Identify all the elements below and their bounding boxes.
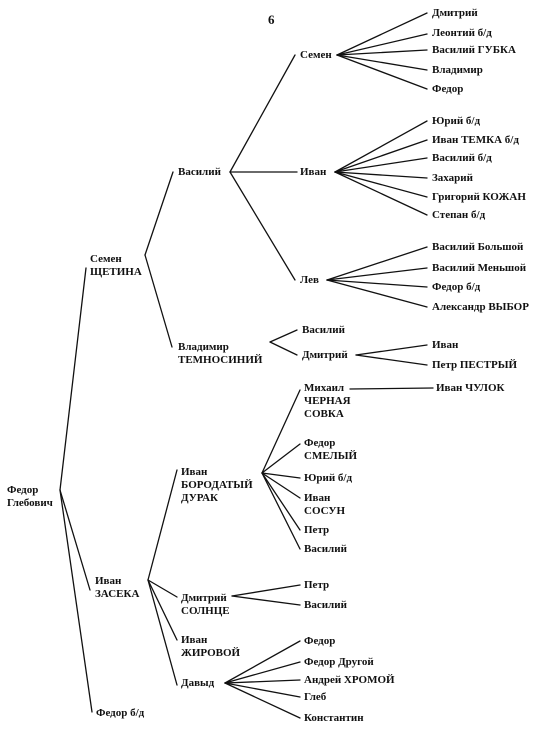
- person-name: Иван: [181, 466, 208, 478]
- person-ivan-zaseka: Иван ЗАСЕКА: [95, 575, 139, 601]
- person-fedor-drugoy: Федор Другой: [304, 656, 374, 669]
- person-vladimir-temnosiniy: Владимир ТЕМНОСИНИЙ: [178, 341, 262, 367]
- person-gen4: Иван: [432, 339, 459, 351]
- person-name: Михаил: [304, 382, 345, 394]
- person-nickname: ТЕМНОСИНИЙ: [178, 354, 263, 366]
- person-name: Андрей ХРОМОЙ: [304, 674, 395, 686]
- person-name: Лев: [300, 274, 319, 286]
- person-nickname: СМЕЛЫЙ: [304, 450, 358, 462]
- person-name: Давыд: [181, 677, 215, 689]
- person-dmitriy-solntse: Дмитрий СОЛНЦЕ: [181, 592, 230, 618]
- person-vasiliy: Василий: [178, 166, 221, 179]
- person-name: Федор Другой: [304, 656, 374, 668]
- person-gen4: Григорий КОЖАН: [432, 191, 526, 203]
- person-gen4: Иван ЧУЛОК: [436, 382, 505, 394]
- person-gen4: Юрий б/д: [432, 115, 481, 127]
- person-name: Федор: [7, 484, 39, 496]
- person-gen4: Иван ТЕМКА б/д: [432, 134, 519, 146]
- person-name: Дмитрий: [181, 592, 227, 604]
- person-gen4: Александр ВЫБОР: [432, 301, 529, 313]
- person-name: Владимир: [178, 341, 229, 353]
- person-gen4: Василий Меньшой: [432, 262, 527, 274]
- person-gen4: Федор: [432, 83, 464, 95]
- person-andrey-khromoy: Андрей ХРОМОЙ: [304, 674, 395, 687]
- person-nickname: СОЛНЦЕ: [181, 605, 230, 617]
- person-name: Петр: [304, 524, 330, 536]
- person-lev: Лев: [300, 274, 319, 287]
- person-name: Семен: [300, 49, 332, 61]
- person-ivan-borodatyy: Иван БОРОДАТЫЙ ДУРАК: [181, 466, 253, 505]
- page-number: 6: [268, 12, 275, 27]
- person-vasiliy-son-of-ivan: Василий: [304, 543, 347, 556]
- person-name: Иван: [181, 634, 208, 646]
- person-gen4: Владимир: [432, 64, 483, 76]
- root-person: Федор Глебович: [7, 484, 53, 510]
- person-name: Иван: [95, 575, 122, 587]
- person-name: Петр: [304, 579, 330, 591]
- person-yuriy-bd: Юрий б/д: [304, 472, 352, 485]
- person-name: Федор: [304, 635, 336, 647]
- person-name: Василий: [304, 599, 347, 611]
- person-nickname: СОСУН: [304, 505, 346, 517]
- person-name: Василий: [302, 324, 345, 336]
- person-ivan: Иван: [300, 166, 326, 179]
- person-gen4: Дмитрий: [432, 7, 478, 19]
- person-gen4: Степан б/д: [432, 209, 486, 221]
- person-nickname: СОВКА: [304, 408, 344, 420]
- person-nickname: ДУРАК: [181, 492, 219, 504]
- person-name: Василий: [178, 166, 221, 178]
- person-dmitriy-son-of-vladimir: Дмитрий: [302, 349, 348, 362]
- person-nickname: ЧЕРНАЯ: [304, 395, 351, 407]
- person-name: Иван: [304, 492, 331, 504]
- person-gen4: Василий б/д: [432, 152, 492, 164]
- person-name: Иван: [300, 166, 327, 178]
- person-name: Федор б/д: [96, 707, 145, 719]
- person-fedor-smelyy: Федор СМЕЛЫЙ: [304, 437, 357, 463]
- person-nickname: Глебович: [7, 497, 53, 509]
- person-name: Семен: [90, 253, 122, 265]
- person-nickname: ЩЕТИНА: [90, 266, 142, 278]
- person-petr: Петр: [304, 524, 329, 537]
- person-fedor-son-of-davyd: Федор: [304, 635, 335, 648]
- person-fedor-bd: Федор б/д: [96, 707, 144, 720]
- person-name: Василий: [304, 543, 347, 555]
- person-mihail-chernaya-sovka: Михаил ЧЕРНАЯ СОВКА: [304, 382, 351, 421]
- person-name: Дмитрий: [302, 349, 348, 361]
- person-gen4: Петр ПЕСТРЫЙ: [432, 359, 518, 371]
- person-gleb: Глеб: [304, 691, 326, 704]
- person-nickname: БОРОДАТЫЙ: [181, 479, 253, 491]
- person-ivan-zhirovoy: Иван ЖИРОВОЙ: [181, 634, 240, 660]
- person-name: Глеб: [304, 691, 327, 703]
- person-gen4: Федор б/д: [432, 281, 481, 293]
- person-gen4: Василий Большой: [432, 241, 524, 253]
- person-gen4: Захарий: [432, 172, 473, 184]
- person-ivan-sosun: Иван СОСУН: [304, 492, 345, 518]
- person-gen4: Леонтий б/д: [432, 27, 492, 39]
- person-vasiliy-son-of-dmitriy: Василий: [304, 599, 347, 612]
- person-davyd: Давыд: [181, 677, 214, 690]
- person-vasiliy-son-of-vladimir: Василий: [302, 324, 345, 337]
- person-konstantin: Константин: [304, 712, 364, 725]
- person-gen4: Василий ГУБКА: [432, 44, 516, 56]
- person-name: Федор: [304, 437, 336, 449]
- person-petr-son-of-dmitriy: Петр: [304, 579, 329, 592]
- person-semen-shchetina: Семен ЩЕТИНА: [90, 253, 142, 279]
- person-name: Юрий б/д: [304, 472, 353, 484]
- person-nickname: ЖИРОВОЙ: [181, 647, 241, 659]
- person-name: Константин: [304, 712, 364, 724]
- person-semen: Семен: [300, 49, 332, 62]
- person-nickname: ЗАСЕКА: [95, 588, 140, 600]
